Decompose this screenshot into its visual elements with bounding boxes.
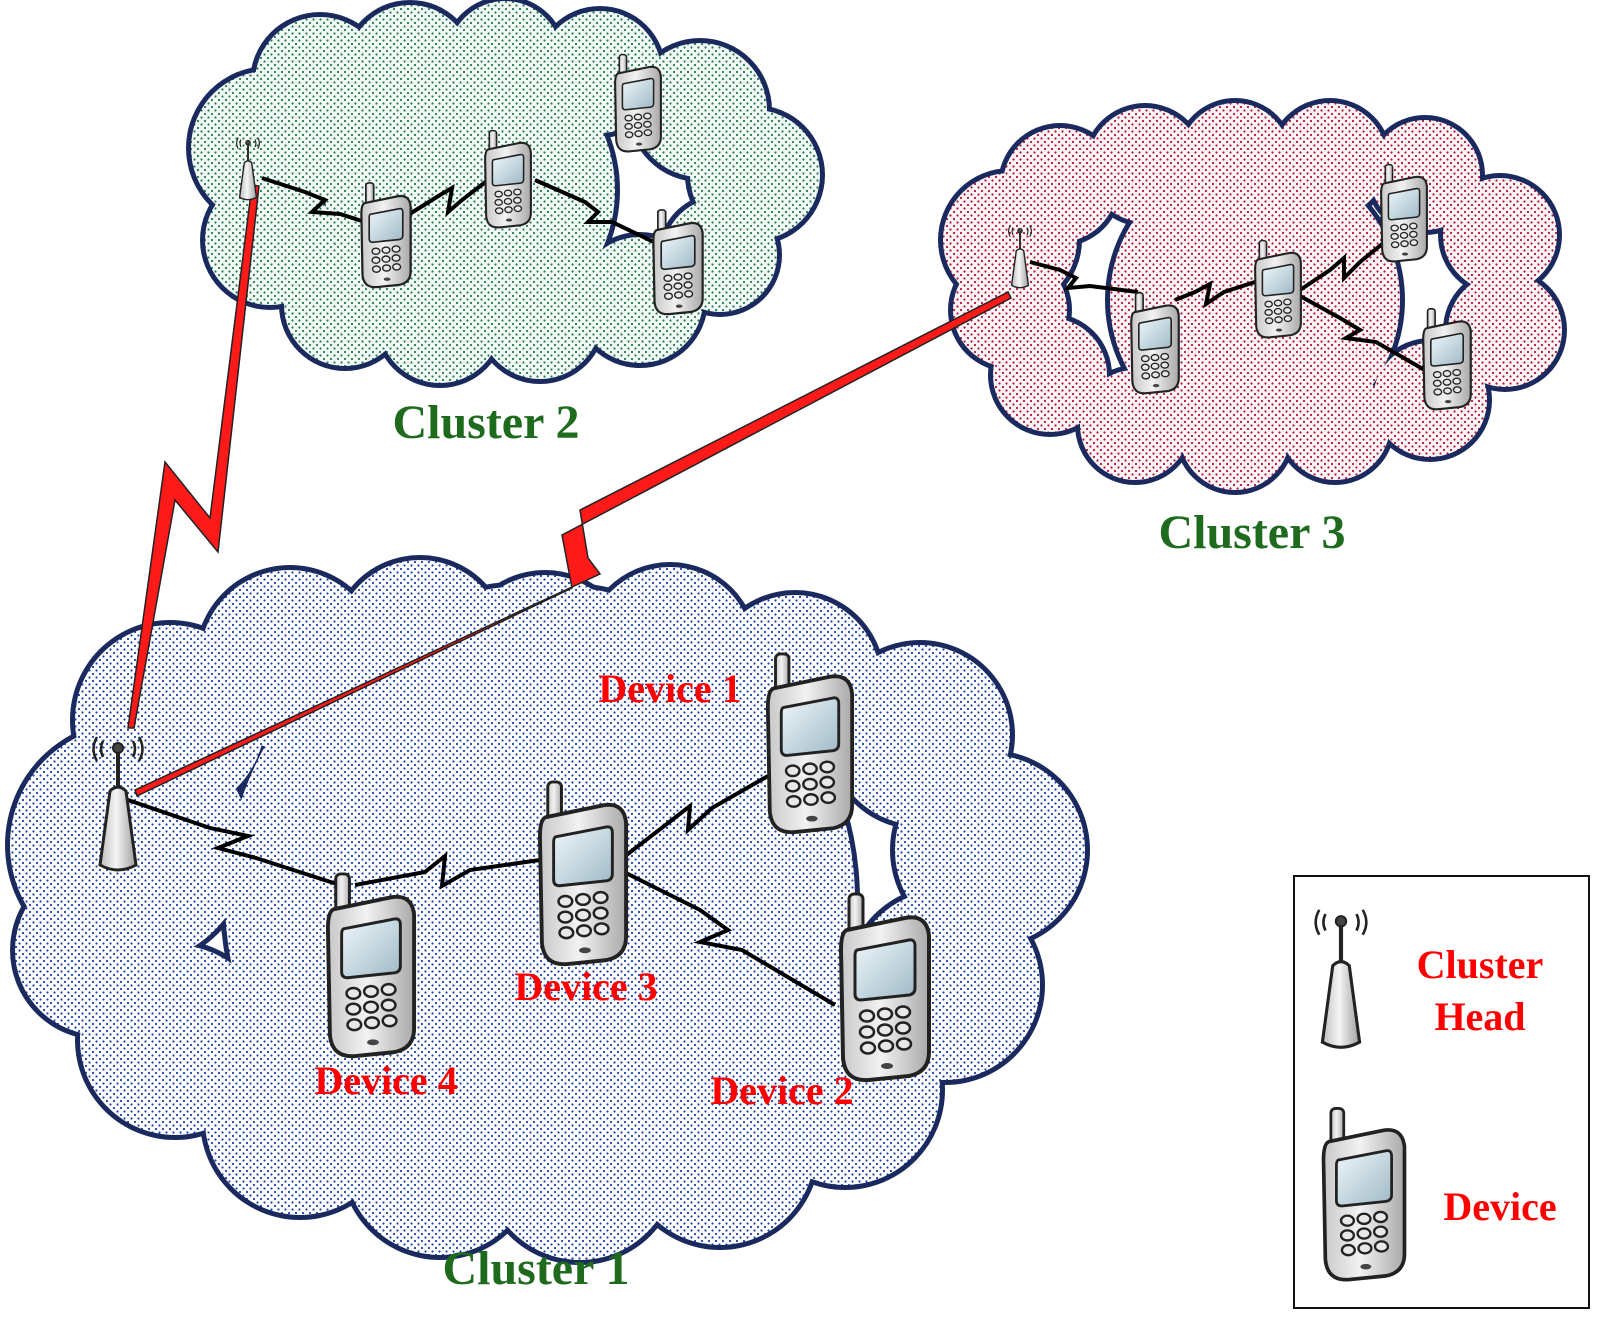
device-4-label: Device 4 — [314, 1058, 457, 1103]
cluster-2-device-icon — [484, 129, 532, 229]
device-2-icon — [839, 892, 931, 1083]
cluster-2-device-icon — [360, 181, 412, 289]
legend-cluster-head-label-line1: Cluster — [1417, 942, 1544, 987]
link-device3-device1 — [618, 774, 769, 862]
device-1-label: Device 1 — [598, 666, 741, 711]
inter-cluster-links — [127, 184, 1012, 798]
device-4-icon — [325, 871, 417, 1059]
device-3-label: Device 3 — [514, 964, 657, 1009]
legend-device-label: Device — [1443, 1184, 1556, 1229]
legend-device-icon — [1324, 1108, 1405, 1279]
device-2-label: Device 2 — [710, 1068, 853, 1113]
cluster-3-device-icon — [1254, 239, 1302, 339]
cluster-3-label: Cluster 3 — [1158, 506, 1345, 559]
link-device3-device2 — [619, 868, 837, 1007]
cluster-3-cloud — [938, 98, 1567, 495]
legend: Cluster Head Device — [1293, 875, 1590, 1309]
link-cluster1-cluster2 — [127, 184, 260, 729]
cluster-3-device-icon — [1422, 307, 1472, 411]
cluster-3-device-icon — [1380, 163, 1428, 263]
cluster-3-device-icon — [1130, 291, 1180, 395]
cluster-1-label: Cluster 1 — [442, 1242, 629, 1295]
legend-cluster-head-label-line2: Head — [1434, 994, 1525, 1039]
cluster-2-device-icon — [652, 208, 704, 316]
device-3-icon — [537, 779, 629, 967]
intra-cluster-links — [127, 176, 1429, 1007]
link-cluster1-cluster3 — [134, 290, 1012, 798]
cluster-2-label: Cluster 2 — [392, 396, 579, 449]
cluster-2-device-icon — [614, 53, 662, 153]
device-1-icon — [765, 651, 855, 835]
link-head-device4 — [127, 798, 341, 887]
link-device4-device3 — [354, 851, 541, 890]
